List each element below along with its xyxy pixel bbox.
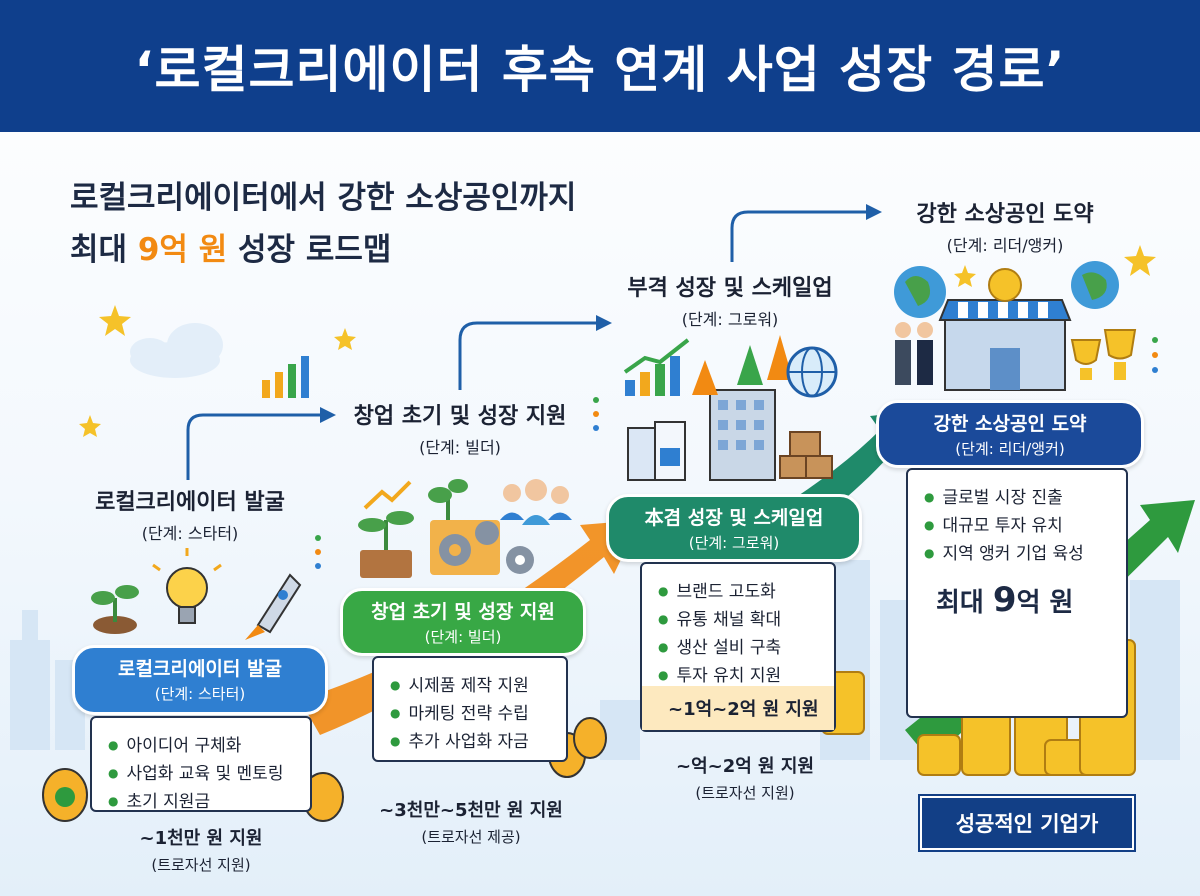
roadmap-headline: 로컬크리에이터에서 강한 소상공인까지 최대 9억 원 성장 로드맵 <box>70 172 576 276</box>
bar-chart-icon <box>262 356 309 398</box>
stage-2-amount: ~3천만~5천만 원 지원 (트로자선 제공) <box>356 796 586 847</box>
max-text: 억 원 <box>1016 588 1074 618</box>
title-banner: ‘로컬크리에이터 후속 연계 사업 성장 경로’ <box>0 0 1200 132</box>
stage-phase: (단계: 빌더) <box>419 438 501 457</box>
stage-3-amount: ~억~2억 원 지원 (트로자선 지원) <box>640 752 850 803</box>
stage-3-card: 브랜드 고도화 유통 채널 확대 생산 설비 구축 투자 유치 지원 ~1억~2… <box>640 562 836 732</box>
people-icon <box>500 479 572 525</box>
stage-4-label: 강한 소상공인 도약 (단계: 리더/앵커) <box>880 196 1130 256</box>
stage-title: 부격 성장 및 스케일업 <box>627 276 833 301</box>
stage-2-card: 시제품 제작 지원 마케팅 전략 수립 추가 사업화 자금 <box>372 656 568 762</box>
page-title: ‘로컬크리에이터 후속 연계 사업 성장 경로’ <box>134 41 1066 99</box>
list-item: 글로벌 시장 진출 <box>924 484 1126 512</box>
globe-icon <box>786 346 838 398</box>
stage-3-pill: 本겸 성장 및 스케일업 (단계: 그로워) <box>606 494 862 562</box>
headline-text: 성장 로드맵 <box>227 232 392 268</box>
stage-title: 창업 초기 및 성장 지원 <box>353 404 567 429</box>
amount-note: (트로자선 제공) <box>421 828 521 846</box>
headline-line-2: 최대 9억 원 성장 로드맵 <box>70 224 576 276</box>
pill-phase: (단계: 빌더) <box>424 628 502 646</box>
list-item: 시제품 제작 지원 <box>390 672 566 700</box>
stage-phase: (단계: 스타터) <box>141 524 239 543</box>
amount-value: ~1천만 원 지원 <box>139 828 263 849</box>
pill-title: 강한 소상공인 도약 <box>933 413 1087 435</box>
store-icon <box>938 268 1072 391</box>
max-text: 최대 <box>936 588 993 618</box>
stage-2-label: 창업 초기 및 성장 지원 (단계: 빌더) <box>330 398 590 458</box>
gear-icon <box>428 479 534 575</box>
stage-4-pill: 강한 소상공인 도약 (단계: 리더/앵커) <box>876 400 1144 468</box>
boxes-icon <box>779 431 833 479</box>
pill-phase: (단계: 리더/앵커) <box>955 440 1065 458</box>
arrow-heads <box>320 204 882 423</box>
list-item: 지역 앵커 기업 육성 <box>924 540 1126 568</box>
buildings-icon <box>692 335 793 481</box>
stage-1-amount: ~1천만 원 지원 (트로자선 지원) <box>90 824 312 875</box>
stage-title: 강한 소상공인 도약 <box>916 202 1094 227</box>
list-item: 초기 지원금 <box>108 788 310 816</box>
success-ribbon: 성공적인 기업가 <box>920 796 1134 850</box>
amount-note: (트로자선 지원) <box>151 856 251 874</box>
stage-1-pill: 로컬크리에이터 발굴 (단계: 스타터) <box>72 645 328 715</box>
rocket-icon <box>245 573 302 640</box>
list-item: 브랜드 고도화 <box>658 578 834 606</box>
pill-phase: (단계: 스타터) <box>154 685 246 703</box>
list-item: 투자 유치 지원 <box>658 662 834 690</box>
bar-chart-icon <box>623 338 690 396</box>
stage-1-card: 아이디어 구체화 사업화 교육 및 멘토링 초기 지원금 <box>90 716 312 812</box>
decor-dots <box>315 337 1158 569</box>
stage-3-label: 부격 성장 및 스케일업 (단계: 그로워) <box>600 270 860 330</box>
stage-3-band: ~1억~2억 원 지원 <box>642 686 834 730</box>
sprout-icon <box>91 585 139 634</box>
sprout-icon <box>358 480 414 578</box>
stage-title: 로컬크리에이터 발굴 <box>95 490 285 515</box>
milk-carton-icon <box>627 421 686 481</box>
pill-title: 창업 초기 및 성장 지원 <box>371 601 555 623</box>
amount-value: ~3천만~5천만 원 지원 <box>379 800 563 821</box>
stage-2-pill: 창업 초기 및 성장 지원 (단계: 빌더) <box>340 588 586 656</box>
people-icon <box>895 322 933 385</box>
lightbulb-icon <box>152 548 222 624</box>
money-bag-icon <box>42 717 607 822</box>
stage-4-card: 글로벌 시장 진출 대규모 투자 유치 지역 앵커 기업 육성 <box>906 468 1128 718</box>
pill-phase: (단계: 그로워) <box>688 534 780 552</box>
pill-title: 本겸 성장 및 스케일업 <box>644 507 824 529</box>
headline-highlight: 9억 원 <box>137 232 228 268</box>
list-item: 생산 설비 구축 <box>658 634 834 662</box>
list-item: 사업화 교육 및 멘토링 <box>108 760 310 788</box>
list-item: 유통 채널 확대 <box>658 606 834 634</box>
globe-icon <box>894 261 1119 318</box>
list-item: 아이디어 구체화 <box>108 732 310 760</box>
max-amount: 최대 9억 원 <box>936 580 1073 620</box>
amount-value: ~억~2억 원 지원 <box>675 756 815 777</box>
stage-4-items: 글로벌 시장 진출 대규모 투자 유치 지역 앵커 기업 육성 <box>908 470 1126 568</box>
stage-phase: (단계: 그로워) <box>681 310 779 329</box>
amount-note: (트로자선 지원) <box>695 784 795 802</box>
stage-1-label: 로컬크리에이터 발굴 (단계: 스타터) <box>60 484 320 544</box>
star-icon <box>79 245 1156 437</box>
list-item: 대규모 투자 유치 <box>924 512 1126 540</box>
list-item: 추가 사업화 자금 <box>390 728 566 756</box>
headline-text: 최대 <box>70 232 138 268</box>
list-item: 마케팅 전략 수립 <box>390 700 566 728</box>
stage-phase: (단계: 리더/앵커) <box>946 236 1064 255</box>
stage-3-items: 브랜드 고도화 유통 채널 확대 생산 설비 구축 투자 유치 지원 <box>642 564 834 690</box>
stage-2-items: 시제품 제작 지원 마케팅 전략 수립 추가 사업화 자금 <box>374 658 566 756</box>
max-number: 9 <box>992 580 1017 620</box>
cloud-icon <box>130 323 223 378</box>
trophy-icon <box>1070 329 1137 380</box>
connector-arrows <box>186 210 866 480</box>
pill-title: 로컬크리에이터 발굴 <box>118 658 282 680</box>
headline-line-1: 로컬크리에이터에서 강한 소상공인까지 <box>70 180 577 216</box>
stage-1-items: 아이디어 구체화 사업화 교육 및 멘토링 초기 지원금 <box>92 718 310 816</box>
